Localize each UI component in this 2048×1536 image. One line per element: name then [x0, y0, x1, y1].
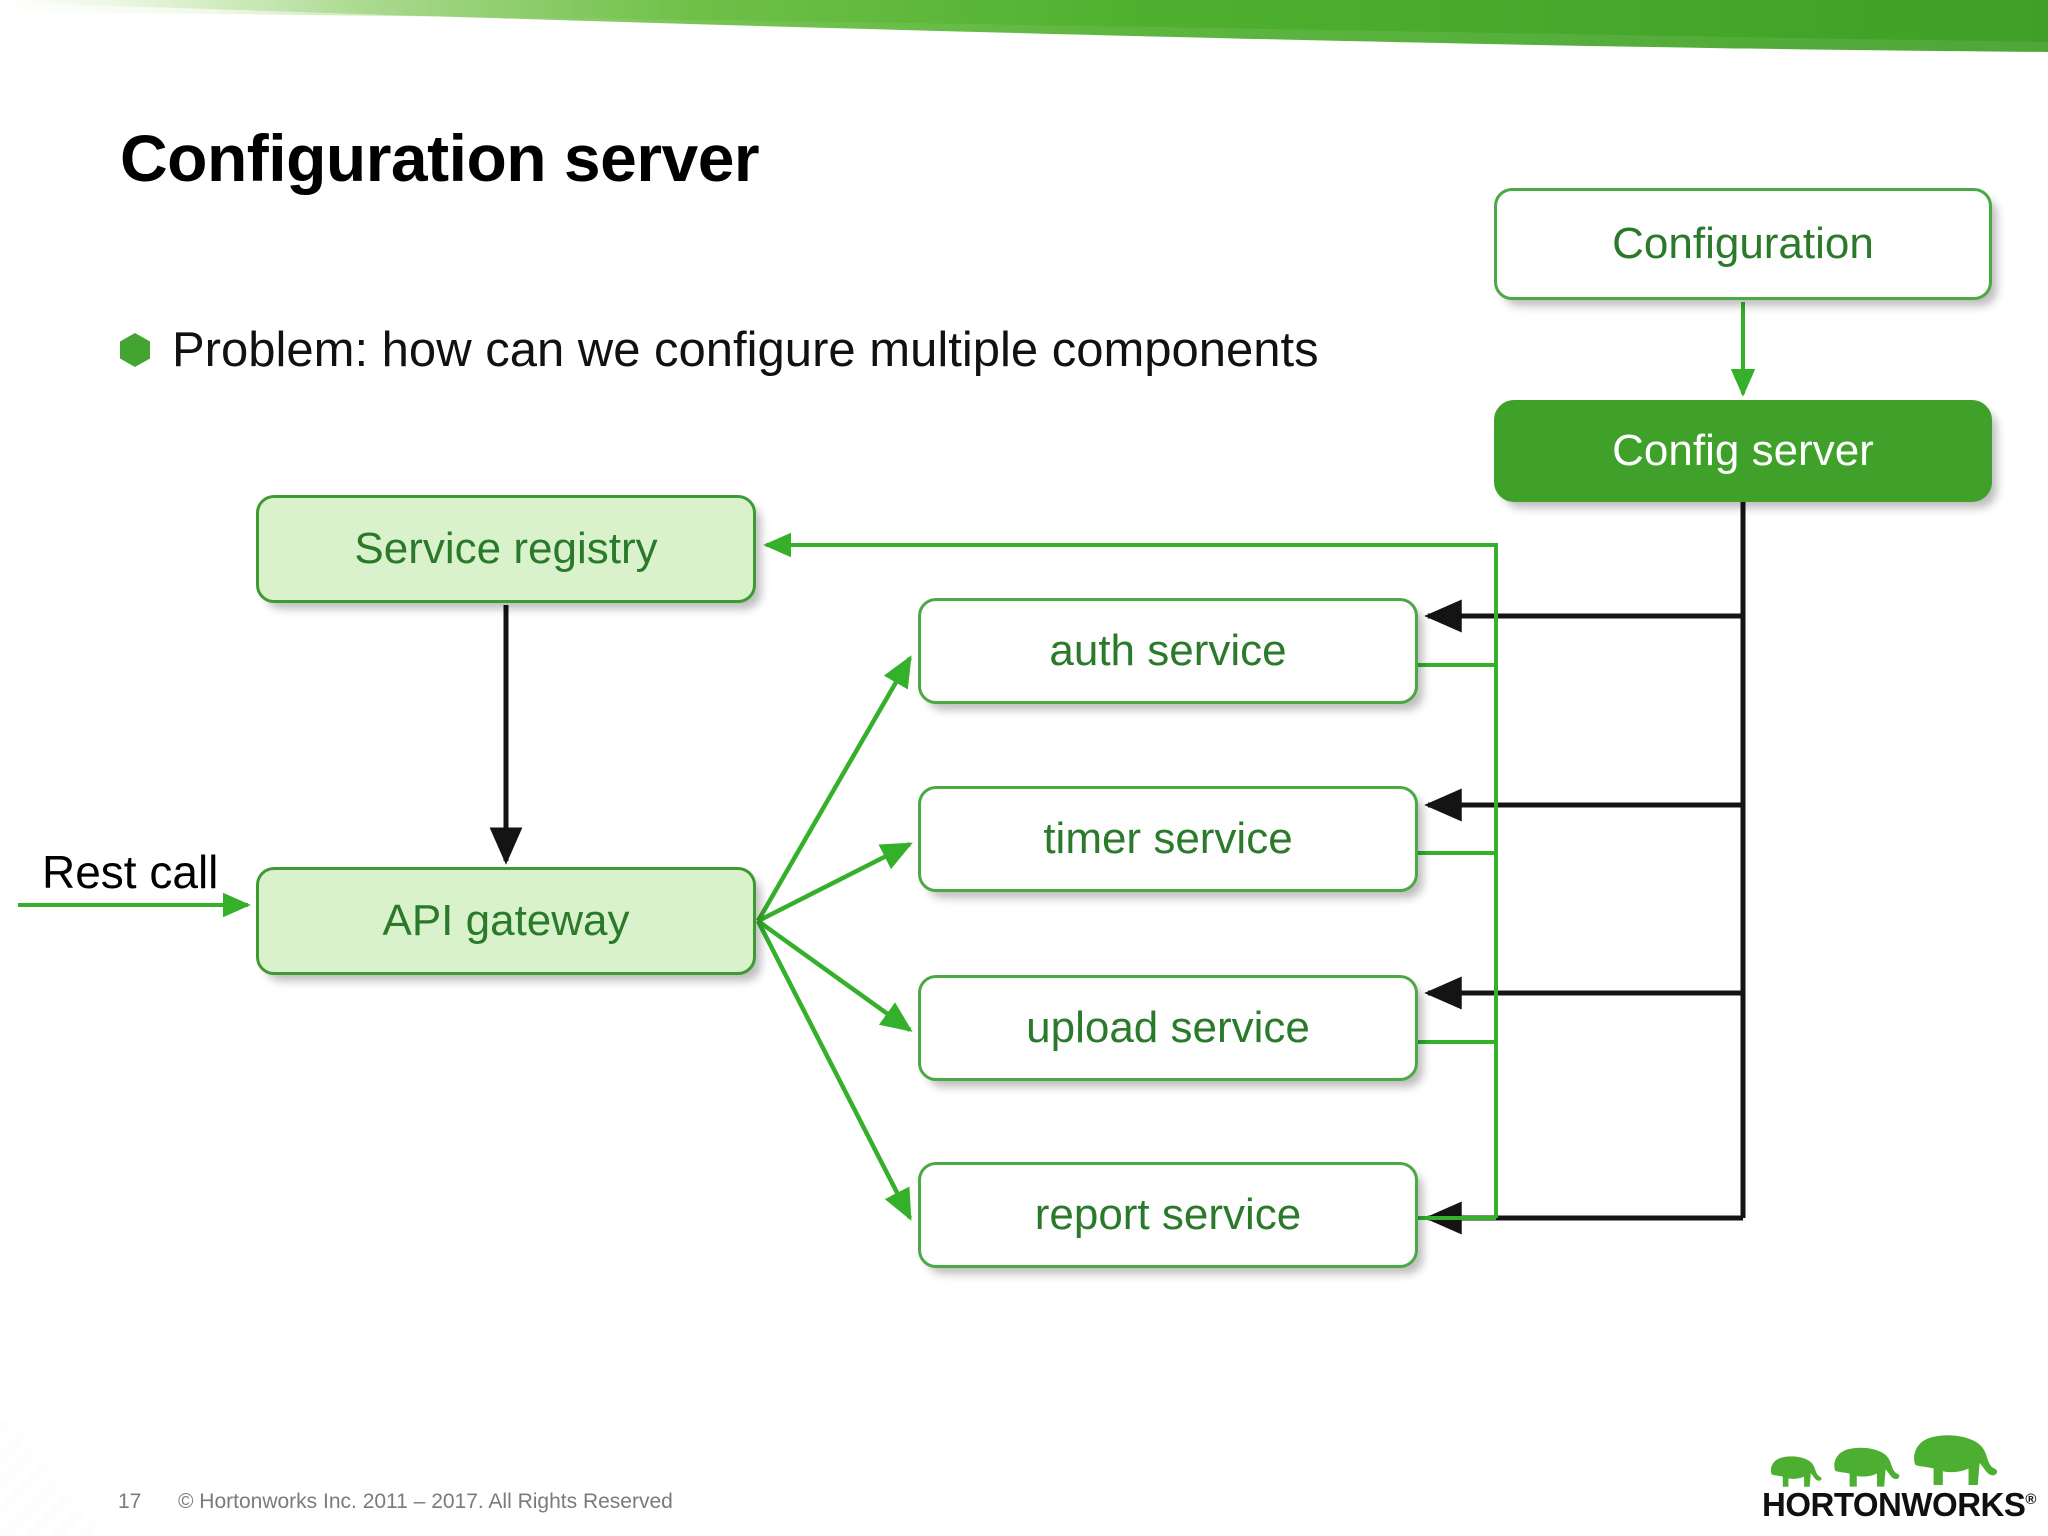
- node-report-service[interactable]: report service: [918, 1162, 1418, 1268]
- node-auth-service[interactable]: auth service: [918, 598, 1418, 704]
- footer-copyright: © Hortonworks Inc. 2011 – 2017. All Righ…: [178, 1490, 673, 1513]
- brand-wordmark: HORTONWORKS®: [1762, 1486, 2036, 1524]
- node-upload-service[interactable]: upload service: [918, 975, 1418, 1081]
- bullet-row: Problem: how can we configure multiple c…: [120, 322, 1319, 378]
- edge-api-gateway-to-report-service: [755, 919, 913, 1221]
- node-config-server[interactable]: Config server: [1494, 400, 1992, 502]
- node-configuration[interactable]: Configuration: [1494, 188, 1992, 300]
- node-timer-service[interactable]: timer service: [918, 786, 1418, 892]
- page-title: Configuration server: [120, 121, 760, 195]
- edge-api-gateway-to-timer-service: [756, 841, 913, 924]
- edge-api-gateway-to-upload-service: [756, 919, 913, 1032]
- footer-page-number: 17: [118, 1490, 142, 1513]
- node-service-registry[interactable]: Service registry: [256, 495, 756, 603]
- rest-call-label: Rest call: [42, 846, 219, 898]
- registered-mark: ®: [2025, 1491, 2036, 1508]
- node-api-gateway[interactable]: API gateway: [256, 867, 756, 975]
- three-elephants-icon: [1770, 1435, 1998, 1487]
- edge-api-gateway-to-auth-service: [756, 655, 912, 923]
- brand-name: HORTONWORKS: [1762, 1486, 2026, 1523]
- bullet-text: Problem: how can we configure multiple c…: [172, 323, 1319, 377]
